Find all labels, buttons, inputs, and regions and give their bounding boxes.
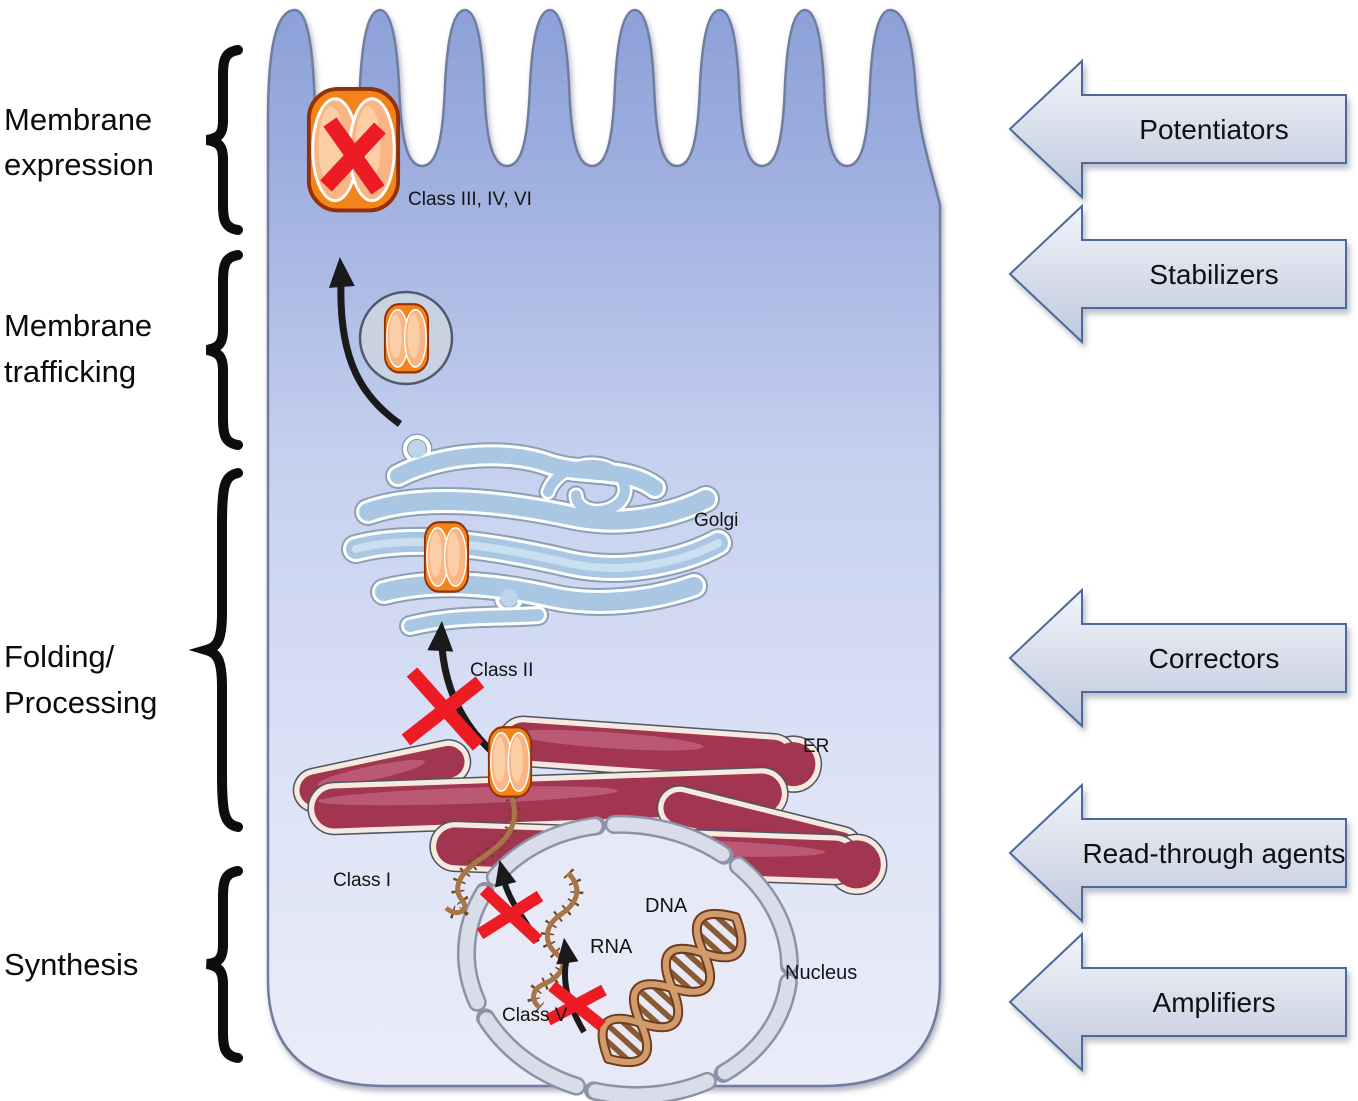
label-dna: DNA [645, 895, 688, 917]
section-label-line: Synthesis [4, 947, 138, 982]
rna-strand-icon [527, 868, 584, 1014]
section-label-line: expression [4, 147, 154, 182]
blocked-cross-class-i [476, 885, 544, 945]
label-rna: RNA [590, 936, 633, 958]
therapy-arrow-label: Stabilizers [1149, 259, 1278, 290]
block-arrow-shape [1008, 587, 1347, 729]
therapy-arrow-label: Potentiators [1139, 114, 1288, 145]
therapy-arrow-correctors: Correctors [1008, 587, 1347, 729]
nucleoplasm [470, 828, 786, 1092]
block-arrow-shape [1008, 931, 1347, 1073]
blocked-cross-class-ii [401, 667, 485, 751]
therapy-arrow-label: Amplifiers [1153, 987, 1276, 1018]
section-membrane-expression: Membrane expression [4, 45, 243, 235]
section-synthesis: Synthesis [4, 866, 243, 1063]
golgi-channel-icon [423, 521, 470, 593]
section-label-line: trafficking [4, 354, 136, 389]
nuclear-envelope [456, 814, 800, 1101]
therapy-arrow-label: Correctors [1149, 643, 1280, 674]
therapy-arrow-potentiators: Potentiators [1008, 58, 1347, 200]
label-golgi: Golgi [694, 510, 738, 531]
section-folding-processing: Folding/ Processing [4, 468, 243, 832]
dna-helix-icon [597, 908, 747, 1068]
section-membrane-trafficking: Membrane trafficking [4, 250, 243, 450]
block-arrow-shape [1008, 58, 1347, 200]
transport-arrow-vesicle-to-membrane [337, 283, 403, 427]
therapy-arrow-stabilizers: Stabilizers [1008, 203, 1347, 345]
er-channel-icon [487, 726, 533, 798]
section-label-line: Processing [4, 685, 157, 720]
label-nucleus: Nucleus [785, 962, 857, 984]
er-tubule [497, 715, 823, 793]
block-arrow-shape [1008, 782, 1347, 924]
label-class-ii: Class II [470, 660, 533, 681]
section-label-line: Folding/ [4, 639, 115, 674]
section-label-line: Membrane [4, 308, 152, 343]
mrna-strand-export [441, 796, 521, 919]
label-er: ER [803, 736, 829, 757]
therapy-arrow-read-through: Read-through agents [1008, 782, 1347, 924]
brace [205, 866, 243, 1063]
block-arrow-shape [1008, 203, 1347, 345]
label-membrane-classes: Class III, IV, VI [408, 189, 532, 210]
vesicle-channel-icon [383, 303, 430, 374]
golgi-icon [341, 433, 733, 637]
brace [188, 468, 243, 832]
blocked-cross-class-v [545, 981, 607, 1031]
label-class-i: Class I [333, 870, 391, 891]
therapy-arrow-label: Read-through agents [1082, 838, 1345, 869]
brace [205, 45, 243, 235]
section-label-line: Membrane [4, 102, 152, 137]
blocked-cross-membrane [320, 117, 386, 195]
label-class-v: Class V [502, 1005, 568, 1026]
therapy-arrow-amplifiers: Amplifiers [1008, 931, 1347, 1073]
brace [205, 250, 243, 450]
